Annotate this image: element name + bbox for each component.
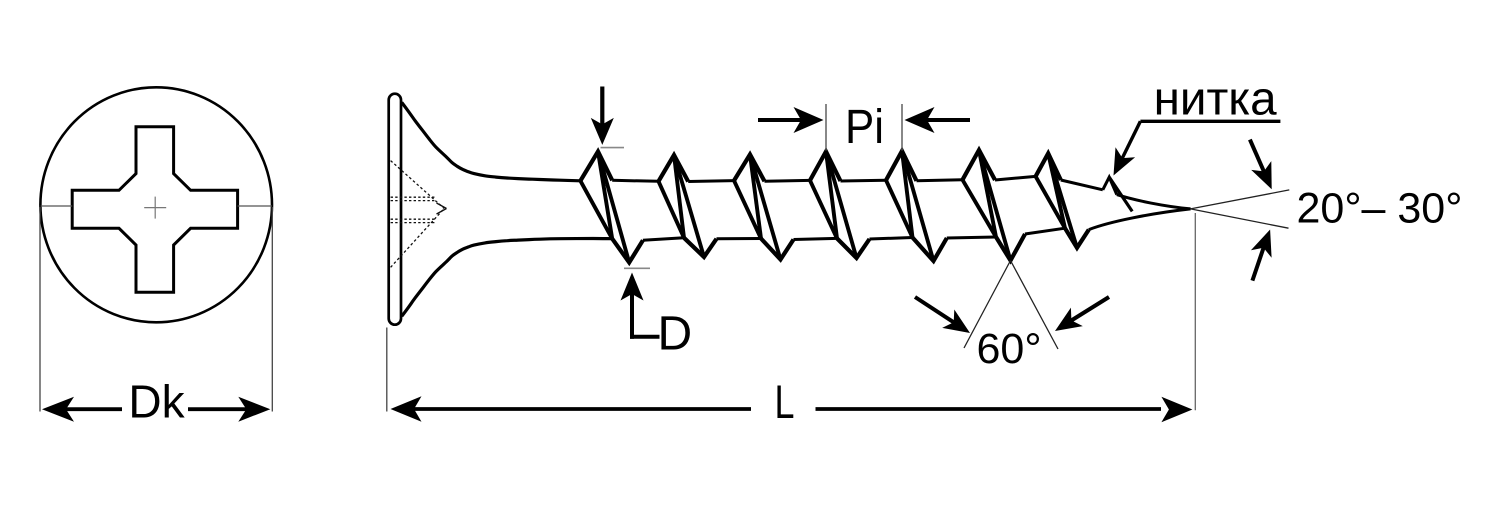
svg-text:L: L — [775, 376, 795, 429]
svg-text:Dk: Dk — [128, 376, 185, 428]
svg-text:Pi: Pi — [845, 101, 884, 154]
svg-text:60°: 60° — [977, 325, 1042, 373]
svg-text:D: D — [658, 307, 693, 360]
svg-text:нитка: нитка — [1154, 72, 1278, 125]
svg-text:20°– 30°: 20°– 30° — [1297, 185, 1463, 233]
